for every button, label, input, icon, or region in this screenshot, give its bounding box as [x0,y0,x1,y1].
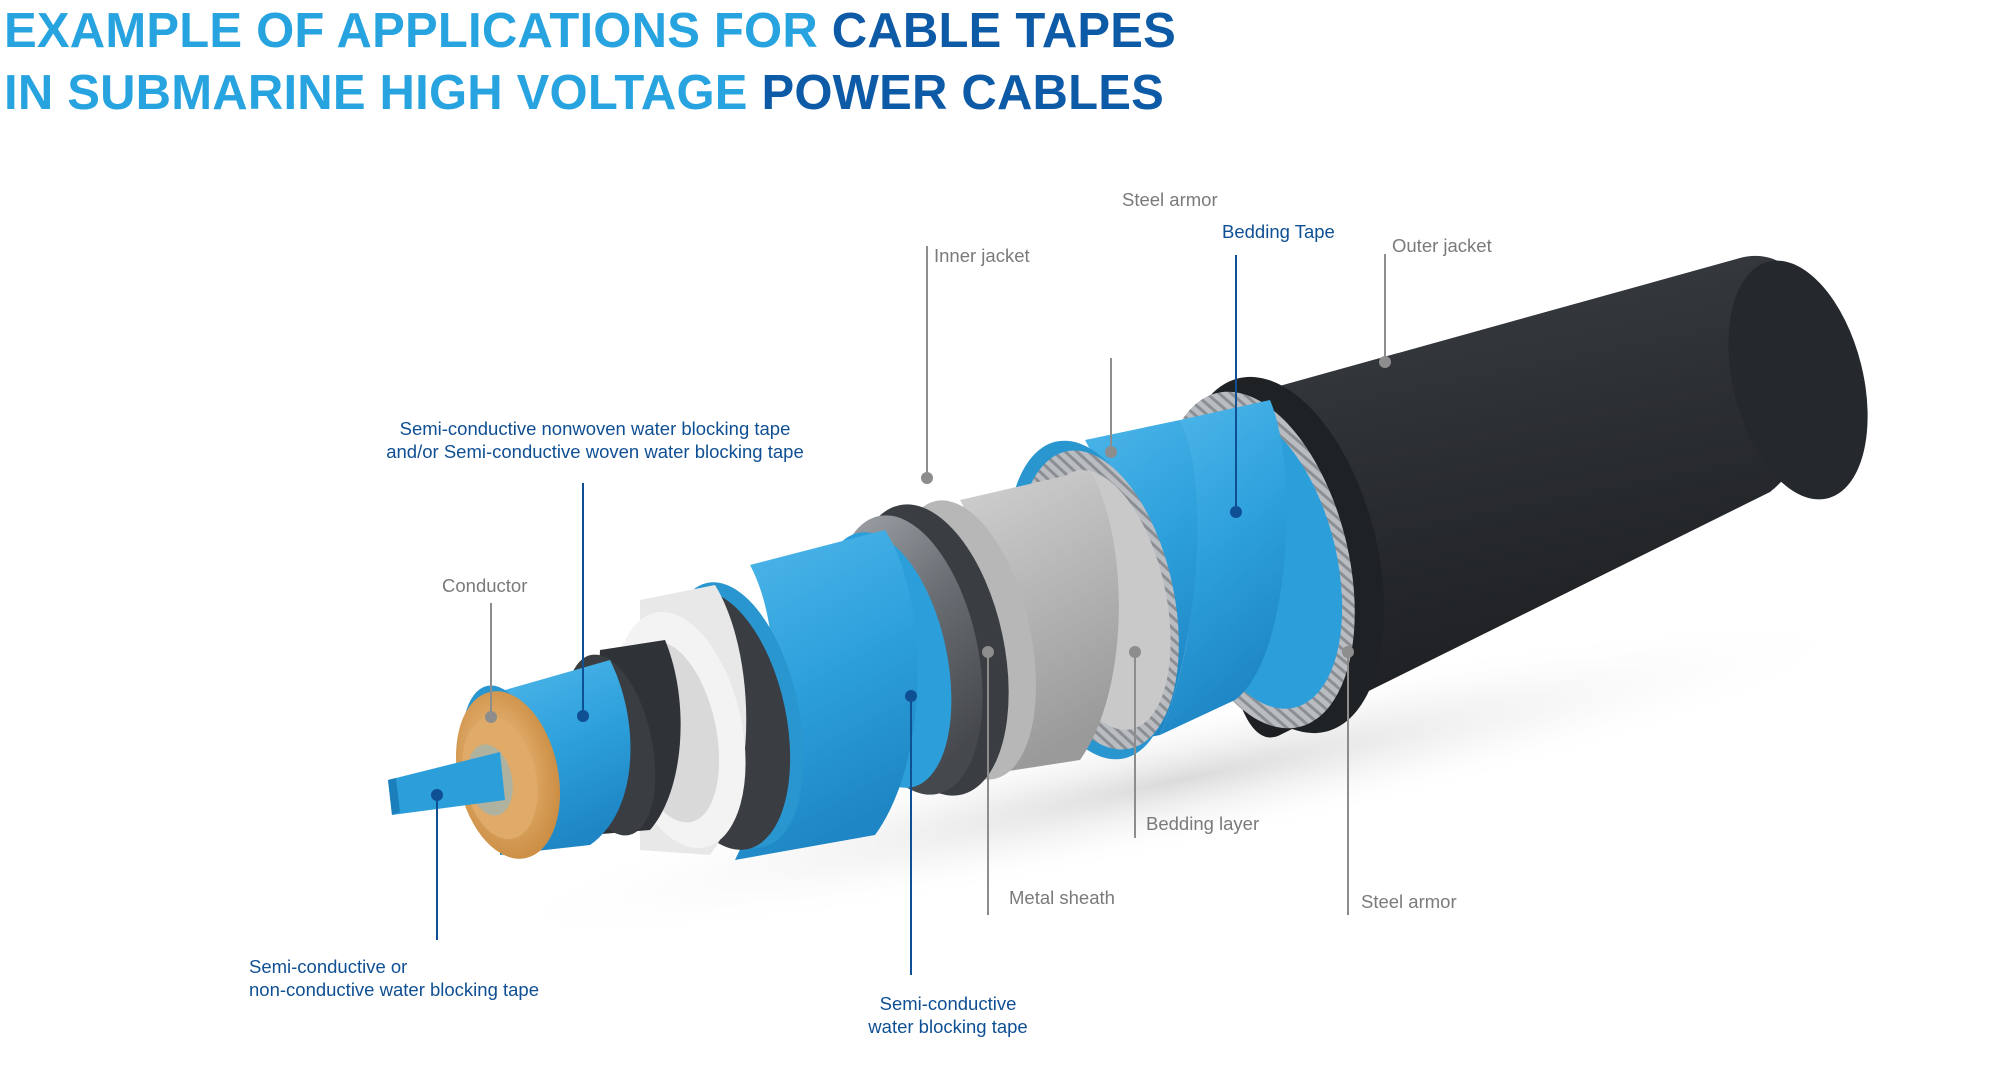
title-line-1: EXAMPLE OF APPLICATIONS FOR CABLE TAPES [4,4,1177,58]
label-steel-armor-bottom: Steel armor [1361,891,1457,912]
cable-shadow [475,615,1885,945]
page-title: EXAMPLE OF APPLICATIONS FOR CABLE TAPES … [4,0,1176,124]
label-steel-armor-top: Steel armor [1122,189,1218,210]
label-metal-sheath: Metal sheath [1009,887,1115,908]
label-inner-jacket: Inner jacket [934,245,1030,266]
label-outer-jacket: Outer jacket [1392,235,1492,256]
leader-dots [431,356,1391,801]
title-line-2: IN SUBMARINE HIGH VOLTAGE POWER CABLES [4,66,1165,120]
label-conductor: Conductor [442,575,528,596]
label-bedding-layer: Bedding layer [1146,813,1260,834]
label-bedding-tape: Bedding Tape [1222,221,1335,242]
leader-lines [436,246,1386,975]
core-tape [388,752,505,815]
label-semi-conductive-nonwoven: Semi-conductive nonwoven water blocking … [386,418,804,462]
label-semi-conductive-water-blocking-tape: Semi-conductive water blocking tape [868,993,1028,1037]
label-semi-or-non-conductive-tape: Semi-conductive or non-conductive water … [249,956,540,1000]
